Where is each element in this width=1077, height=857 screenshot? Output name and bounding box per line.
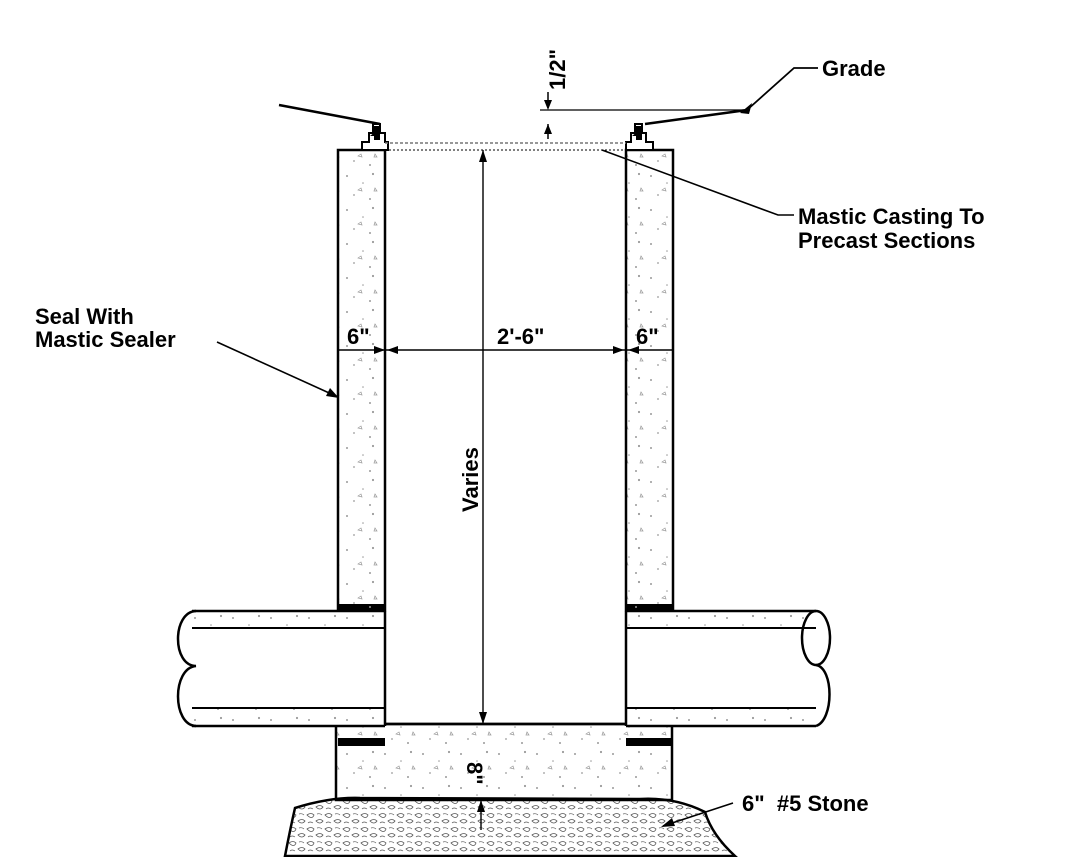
seal-label-line1: Seal With [35, 304, 134, 329]
varies-dimension [479, 150, 487, 724]
casting-left [361, 123, 389, 151]
base-thickness-label: 8" [462, 762, 487, 785]
width-dimensions [338, 346, 673, 354]
concrete-base-slab [334, 722, 674, 802]
stone-bedding [283, 796, 738, 857]
half-inch-dimension [540, 92, 745, 139]
casting-right [625, 123, 654, 151]
right-pipe [624, 609, 832, 728]
left-wall [336, 148, 387, 612]
stone-label: 6" #5 Stone [742, 791, 869, 816]
grade-leader [746, 67, 818, 111]
gasket-left-lower [338, 738, 385, 746]
base-thickness-dimension [477, 800, 485, 830]
mastic-casting-label-line2: Precast Sections [798, 228, 975, 253]
mastic-casting-label-line1: Mastic Casting To [798, 204, 985, 229]
grade-label: Grade [822, 56, 886, 81]
grade-line-right [644, 108, 748, 126]
left-pipe [176, 609, 387, 728]
right-wall [624, 148, 675, 612]
varies-label: Varies [458, 447, 483, 512]
grade-line-left [278, 103, 381, 126]
wall-left-dimension-label: 6" [347, 324, 370, 349]
half-inch-label: 1/2" [545, 49, 570, 90]
wall-right-dimension-label: 6" [636, 324, 659, 349]
stone-leader [662, 802, 734, 827]
seal-label-line2: Mastic Sealer [35, 327, 176, 352]
seal-leader [216, 341, 339, 398]
inside-width-dimension-label: 2'-6" [497, 324, 544, 349]
mastic-casting-leader [601, 149, 794, 216]
gasket-right-lower [626, 738, 673, 746]
